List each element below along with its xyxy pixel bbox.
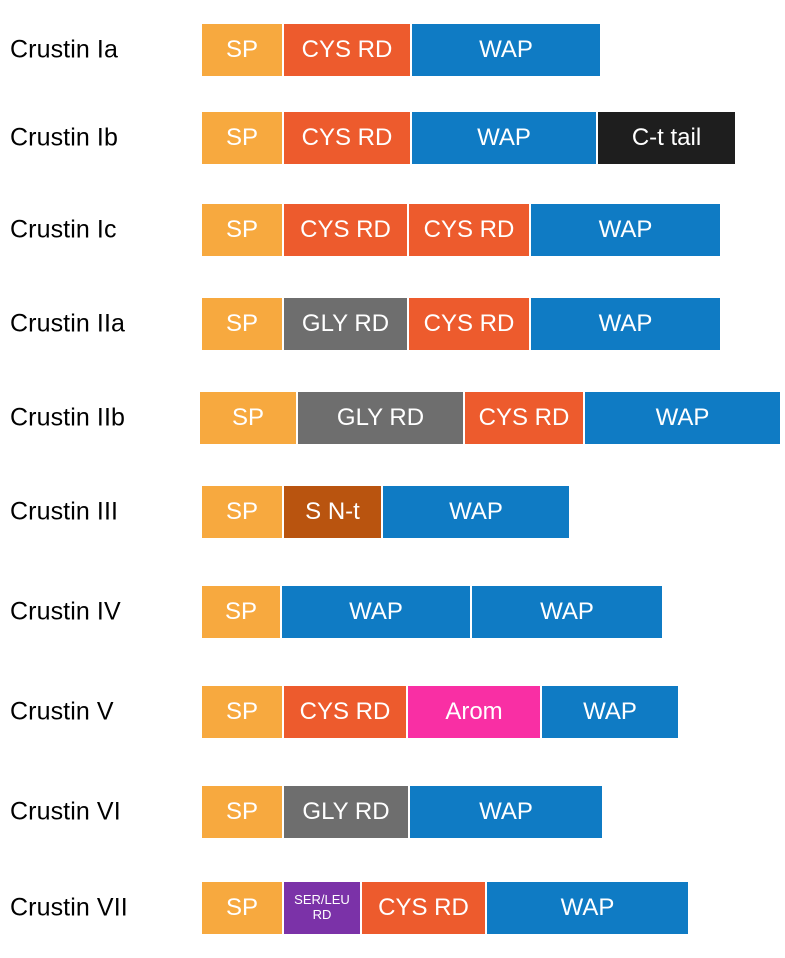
ser-leu-rich-domain-segment: SER/LEU RD	[284, 882, 362, 934]
protein-name-label: Crustin Ic	[10, 215, 117, 244]
aromatic-domain-segment: Arom	[408, 686, 542, 738]
cys-rich-domain-segment: CYS RD	[284, 204, 409, 256]
signal-peptide-segment: SP	[202, 786, 284, 838]
wap-domain-segment: WAP	[412, 24, 600, 76]
wap-domain-segment: WAP	[472, 586, 662, 638]
gly-rich-domain-segment: GLY RD	[284, 786, 410, 838]
wap-domain-segment: WAP	[487, 882, 688, 934]
protein-name-label: Crustin VI	[10, 797, 121, 826]
signal-peptide-segment: SP	[202, 112, 284, 164]
signal-peptide-segment: SP	[202, 298, 284, 350]
c-terminal-tail-segment: C-t tail	[598, 112, 735, 164]
cys-rich-domain-segment: CYS RD	[409, 298, 531, 350]
gly-rich-domain-segment: GLY RD	[284, 298, 409, 350]
wap-domain-segment: WAP	[412, 112, 598, 164]
signal-peptide-segment: SP	[202, 204, 284, 256]
signal-peptide-segment: SP	[200, 392, 298, 444]
signal-peptide-segment: SP	[202, 586, 282, 638]
wap-domain-segment: WAP	[410, 786, 602, 838]
signal-peptide-segment: SP	[202, 882, 284, 934]
wap-domain-segment: WAP	[282, 586, 472, 638]
cys-rich-domain-segment: CYS RD	[284, 112, 412, 164]
serine-n-terminal-segment: S N-t	[284, 486, 383, 538]
signal-peptide-segment: SP	[202, 24, 284, 76]
cys-rich-domain-segment: CYS RD	[409, 204, 531, 256]
wap-domain-segment: WAP	[542, 686, 678, 738]
signal-peptide-segment: SP	[202, 686, 284, 738]
wap-domain-segment: WAP	[531, 298, 720, 350]
signal-peptide-segment: SP	[202, 486, 284, 538]
protein-name-label: Crustin IV	[10, 597, 121, 626]
protein-name-label: Crustin VII	[10, 893, 128, 922]
cys-rich-domain-segment: CYS RD	[284, 24, 412, 76]
protein-name-label: Crustin IIa	[10, 309, 126, 338]
protein-name-label: Crustin IIb	[10, 403, 126, 432]
protein-name-label: Crustin V	[10, 697, 114, 726]
wap-domain-segment: WAP	[585, 392, 780, 444]
protein-name-label: Crustin III	[10, 497, 119, 526]
cys-rich-domain-segment: CYS RD	[362, 882, 487, 934]
wap-domain-segment: WAP	[531, 204, 720, 256]
cys-rich-domain-segment: CYS RD	[284, 686, 408, 738]
cys-rich-domain-segment: CYS RD	[465, 392, 585, 444]
gly-rich-domain-segment: GLY RD	[298, 392, 465, 444]
wap-domain-segment: WAP	[383, 486, 569, 538]
protein-name-label: Crustin Ia	[10, 35, 118, 64]
protein-name-label: Crustin Ib	[10, 123, 118, 152]
